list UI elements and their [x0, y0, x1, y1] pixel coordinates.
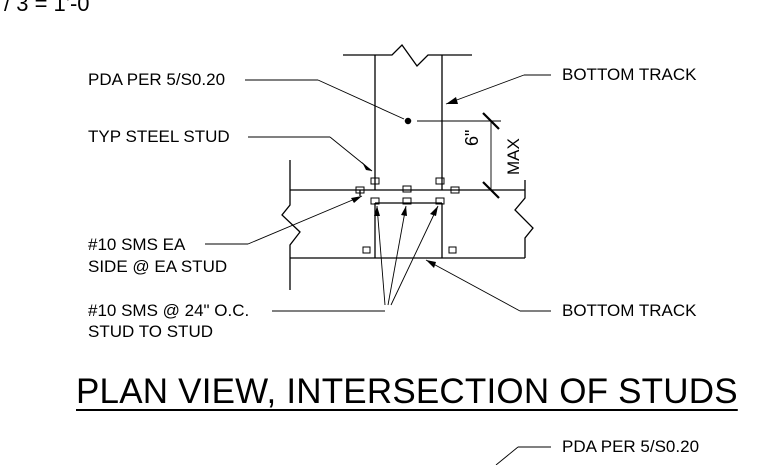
- screw-symbols: [355, 177, 460, 254]
- dimension-tick: [482, 112, 500, 130]
- screw-icon: [448, 246, 457, 254]
- screw-icon: [370, 177, 380, 185]
- dimension-max: MAX: [504, 138, 523, 175]
- arrowhead: [351, 196, 362, 203]
- leader-lines: [205, 74, 551, 465]
- screw-icon: [370, 197, 380, 205]
- leader-pda-top: [317, 79, 405, 120]
- right-break-line: [514, 180, 534, 258]
- screw-icon: [355, 186, 365, 194]
- callout-pda-top: PDA PER 5/S0.20: [88, 70, 226, 89]
- leader-sms-ea: [247, 195, 363, 245]
- callout-typ-steel-stud: TYP STEEL STUD: [88, 127, 230, 146]
- callout-sms-ea-line1: #10 SMS EA: [88, 235, 186, 254]
- arrowhead: [374, 206, 380, 216]
- dimension-tick: [482, 181, 500, 199]
- callout-sms-ea-line2: SIDE @ EA STUD: [88, 257, 228, 276]
- leader-pda-bottom: [495, 446, 519, 465]
- callout-bottom-track-bottom: BOTTOM TRACK: [562, 301, 697, 320]
- arrowhead: [401, 206, 407, 216]
- callout-sms-24-line2: STUD TO STUD: [88, 322, 213, 341]
- leader-sms-24: [390, 205, 439, 306]
- screw-icon: [435, 197, 445, 205]
- leader-sms-24: [387, 205, 407, 306]
- arrowhead: [446, 97, 458, 104]
- arrowhead: [430, 206, 438, 216]
- top-break-line: [343, 43, 472, 68]
- dimension-6in-max: [417, 112, 501, 199]
- detail-title: PLAN VIEW, INTERSECTION OF STUDS: [76, 372, 738, 411]
- leader-bottom-track-bottom: [425, 259, 521, 312]
- leader-sms-24: [376, 205, 386, 306]
- arrowhead: [362, 162, 372, 171]
- arrowheads: [351, 97, 458, 268]
- pda-dot: [404, 117, 412, 125]
- screw-icon: [402, 185, 412, 193]
- callout-bottom-track-top: BOTTOM TRACK: [562, 65, 697, 84]
- screw-icon: [435, 177, 445, 185]
- leader-bottom-track-top: [445, 74, 525, 105]
- dimension-value: 6": [462, 129, 482, 146]
- callout-pda-bottom: PDA PER 5/S0.20: [562, 437, 700, 456]
- arrowhead: [426, 260, 436, 268]
- callout-sms-24-line1: #10 SMS @ 24" O.C.: [88, 301, 250, 320]
- screw-icon: [362, 246, 371, 254]
- scale-note: / 3 = 1'-0: [4, 0, 90, 16]
- screw-icon: [402, 197, 412, 205]
- left-break-line: [281, 160, 301, 290]
